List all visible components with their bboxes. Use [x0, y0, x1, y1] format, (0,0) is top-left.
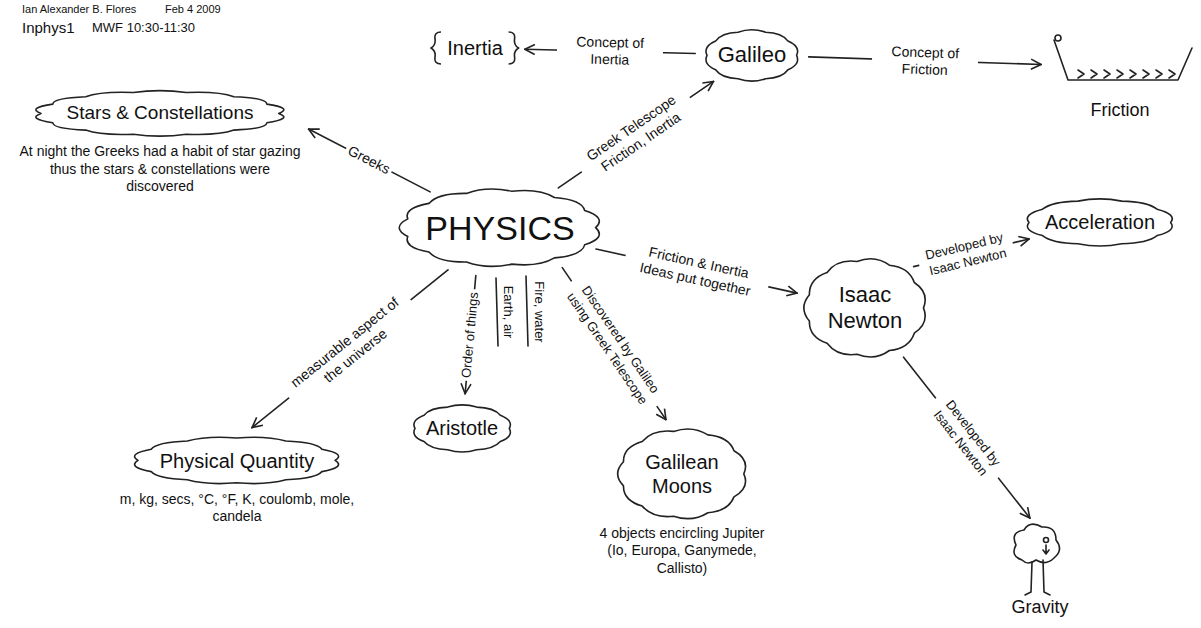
concept-cloud: Isaac Newton — [799, 253, 932, 363]
concept-cloud: Galileo — [699, 23, 805, 88]
concept-outline: Galilean Moons — [613, 423, 752, 525]
connector-label: measurable aspect of the universe — [279, 287, 422, 411]
outline-stroke — [399, 189, 599, 266]
friction-ramp — [1054, 40, 1192, 80]
concept-outline: Isaac Newton — [799, 253, 932, 363]
outline-stroke — [431, 32, 519, 64]
outline-stroke — [706, 29, 798, 80]
concept-title: Acceleration — [1045, 210, 1155, 234]
branch-note: Earth, air — [500, 286, 516, 339]
outline-stroke — [804, 259, 925, 357]
concept-outline: Inertia — [429, 30, 521, 66]
branch-line — [496, 278, 498, 346]
concept-title: Gravity — [1000, 597, 1080, 619]
concept-cloud: Physical Quantity m, kg, secs, °C, °F, K,… — [117, 430, 357, 526]
connector-label: Concept of Inertia — [557, 33, 664, 69]
concept-title: Aristotle — [426, 416, 498, 440]
concept-outline: Physical Quantity — [130, 430, 343, 491]
outline-stroke — [36, 91, 284, 136]
connector-label: Developed by Isaac Newton — [923, 388, 1010, 487]
concept-note: 4 objects encircling Jupiter (Io, Europa… — [597, 525, 767, 578]
header-note: Inphys1 — [22, 19, 75, 37]
concept-outline: PHYSICS — [397, 183, 604, 272]
connector-label: Greeks — [343, 141, 396, 179]
connector-arrow — [309, 129, 431, 192]
concept-title: Friction — [1045, 100, 1195, 122]
concept-outline: Acceleration — [1021, 192, 1179, 253]
concept-note: At night the Greeks had a habit of star … — [15, 143, 305, 196]
illustrated-concept: Gravity — [1000, 521, 1080, 619]
concept-title: Stars & Constellations — [67, 102, 254, 125]
concept-outline: Stars & Constellations — [33, 84, 287, 143]
connector-arrow — [252, 270, 448, 428]
concept-outline: Aristotle — [407, 398, 517, 459]
fall-arrow — [1043, 545, 1049, 554]
outline-stroke — [414, 404, 510, 451]
header-note: Feb 4 2009 — [165, 3, 221, 16]
tree-crown — [1014, 524, 1060, 563]
concept-title: Isaac Newton — [820, 282, 910, 335]
concept-cloud: Galilean Moons 4 objects encircling Jupit… — [597, 423, 767, 577]
concept-cloud: Stars & Constellations At night the Greek… — [15, 84, 305, 195]
connector-label: Greek Telescope Friction, Inertia — [572, 84, 699, 186]
concept-bracket: Inertia — [429, 30, 521, 66]
connector-label: Developed by Isaac Newton — [915, 228, 1016, 281]
concept-title: PHYSICS — [425, 208, 574, 249]
concept-title: Galileo — [718, 42, 786, 68]
illustrated-concept: Friction — [1045, 34, 1195, 122]
branch-note: Fire, water — [531, 281, 547, 342]
concept-title: Galilean Moons — [635, 450, 730, 498]
concept-outline: Galileo — [699, 23, 805, 88]
central-concept-cloud: PHYSICS — [397, 183, 604, 272]
falling-apple — [1044, 538, 1049, 543]
motion-arrows — [1078, 70, 1175, 78]
connector-label: Friction & Inertia Ideas put together — [622, 239, 772, 303]
concept-cloud: Acceleration — [1021, 192, 1179, 253]
header-note: MWF 10:30-11:30 — [92, 20, 195, 36]
outline-stroke — [1028, 198, 1173, 245]
connector-arrow — [904, 357, 1030, 518]
connector-label: Discovered by Galileo using Greek Telesc… — [559, 272, 670, 414]
tree-trunk — [1025, 560, 1050, 595]
outline-stroke — [135, 437, 339, 483]
concept-title: Physical Quantity — [160, 449, 315, 473]
connector-arrow — [558, 81, 713, 188]
connector-label: Order of things — [459, 288, 483, 381]
header-note: Ian Alexander B. Flores — [22, 3, 136, 16]
concept-note: m, kg, secs, °C, °F, K, coulomb, mole, c… — [117, 491, 357, 526]
friction-ball — [1055, 35, 1061, 41]
outline-stroke — [617, 429, 745, 519]
connector-label: Concept of Friction — [871, 42, 978, 79]
branch-line — [526, 276, 528, 346]
cloud-outline — [613, 423, 752, 525]
concept-title: Inertia — [447, 36, 503, 60]
concept-cloud: Aristotle — [407, 398, 517, 459]
